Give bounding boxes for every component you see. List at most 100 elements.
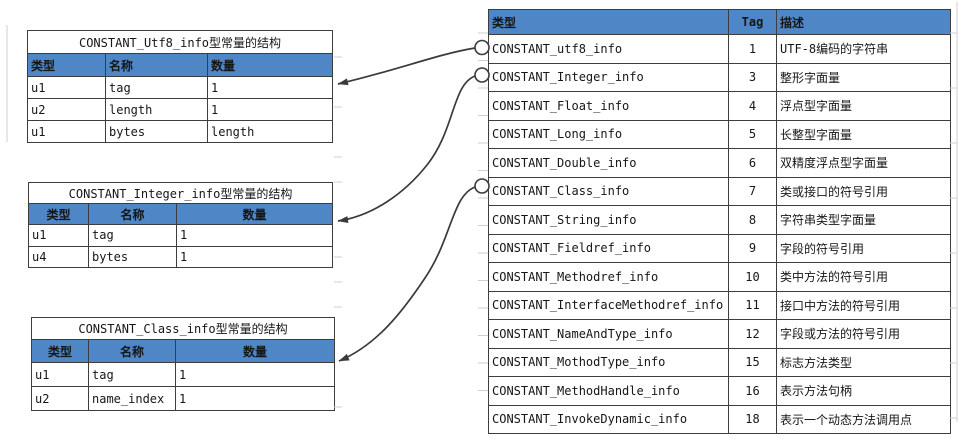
table-cell: length — [206, 120, 334, 143]
table-cell: tag — [88, 362, 176, 387]
table-row: u1 tag 1 — [27, 76, 334, 99]
table-row: CONSTANT_String_info 8 字符串类型字面量 — [488, 205, 951, 235]
constant-name-cell: CONSTANT_Float_info — [488, 91, 729, 121]
column-header: 类型 — [31, 339, 89, 363]
column-header: 数量 — [176, 203, 333, 225]
description-cell: 类中方法的符号引用 — [776, 262, 951, 292]
tag-cell: 18 — [728, 404, 777, 434]
description-cell: 表示一个动态方法调用点 — [776, 404, 951, 434]
table-cell: u1 — [27, 120, 106, 143]
description-cell: UTF-8编码的字符串 — [776, 34, 951, 64]
table-title: CONSTANT_Class_info型常量的结构 — [31, 317, 335, 340]
table-row: u4 bytes 1 — [28, 245, 333, 268]
table-cell: name_index — [88, 386, 176, 411]
tag-cell: 3 — [728, 62, 777, 92]
table-header-row: 类型 名称 数量 — [27, 53, 334, 77]
description-cell: 表示方法句柄 — [776, 376, 951, 406]
table-title-row: CONSTANT_Class_info型常量的结构 — [31, 317, 335, 340]
table-row: u1 bytes length — [27, 120, 334, 143]
table-cell: tag — [105, 76, 208, 99]
table-cell: u1 — [31, 362, 89, 387]
constant-name-cell: CONSTANT_utf8_info — [488, 34, 729, 64]
table-cell: u4 — [28, 245, 89, 268]
constant-name-cell: CONSTANT_MothodType_info — [488, 347, 729, 377]
table-cell: 1 — [175, 362, 335, 387]
table-title-row: CONSTANT_Utf8_info型常量的结构 — [26, 30, 334, 54]
utf8-structure-table: CONSTANT_Utf8_info型常量的结构 类型 名称 数量 u1 tag… — [26, 30, 334, 143]
description-cell: 双精度浮点型字面量 — [776, 148, 951, 178]
tag-cell: 1 — [728, 34, 777, 64]
table-title: CONSTANT_Integer_info型常量的结构 — [28, 182, 333, 204]
constant-name-cell: CONSTANT_String_info — [488, 205, 729, 235]
connector-arrow-class — [338, 186, 476, 362]
table-row: CONSTANT_Integer_info 3 整形字面量 — [488, 62, 951, 92]
column-header: 名称 — [88, 339, 176, 363]
table-row: CONSTANT_MethodHandle_info 16 表示方法句柄 — [488, 376, 951, 406]
tag-cell: 5 — [728, 119, 777, 149]
table-cell: 1 — [206, 98, 334, 121]
table-cell: 1 — [206, 76, 334, 99]
tag-cell: 7 — [728, 176, 777, 206]
table-row: CONSTANT_Class_info 7 类或接口的符号引用 — [488, 176, 951, 206]
table-row: u2 length 1 — [27, 98, 334, 121]
table-row: CONSTANT_InvokeDynamic_info 18 表示一个动态方法调… — [488, 404, 951, 434]
connector-circle-utf8 — [474, 39, 490, 56]
tag-cell: 9 — [728, 233, 777, 263]
column-header: 数量 — [206, 53, 334, 77]
constant-name-cell: CONSTANT_InvokeDynamic_info — [488, 404, 729, 434]
constant-name-cell: CONSTANT_Class_info — [488, 176, 729, 206]
column-header: 类型 — [488, 9, 729, 35]
integer-structure-table: CONSTANT_Integer_info型常量的结构 类型 名称 数量 u1 … — [28, 182, 333, 268]
table-header-row: 类型 名称 数量 — [31, 339, 335, 363]
column-header: 描述 — [776, 9, 951, 35]
table-row: CONSTANT_InterfaceMethodref_info 11 接口中方… — [488, 290, 951, 320]
table-cell: bytes — [88, 245, 177, 268]
column-header: 数量 — [175, 339, 335, 363]
column-header: 类型 — [28, 203, 89, 225]
constant-name-cell: CONSTANT_Double_info — [488, 148, 729, 178]
constant-pool-table: 类型 Tag 描述 CONSTANT_utf8_info 1 UTF-8编码的字… — [488, 9, 951, 434]
description-cell: 类或接口的符号引用 — [776, 176, 951, 206]
connector-arrow-utf8 — [337, 47, 476, 86]
tag-cell: 10 — [728, 262, 777, 292]
table-row: CONSTANT_MothodType_info 15 标志方法类型 — [488, 347, 951, 377]
tag-cell: 15 — [728, 347, 777, 377]
table-cell: u2 — [31, 386, 89, 411]
table-row: CONSTANT_Fieldref_info 9 字段的符号引用 — [488, 233, 951, 263]
table-cell: u1 — [27, 76, 106, 99]
connector-circle-class — [474, 178, 490, 194]
tag-cell: 8 — [728, 205, 777, 235]
table-cell: u2 — [27, 98, 106, 121]
description-cell: 浮点型字面量 — [776, 91, 951, 121]
description-cell: 标志方法类型 — [776, 347, 951, 377]
table-cell: length — [105, 98, 208, 121]
description-cell: 字符串类型字面量 — [776, 205, 951, 235]
table-row: CONSTANT_Double_info 6 双精度浮点型字面量 — [488, 148, 951, 178]
constant-name-cell: CONSTANT_Methodref_info — [488, 262, 729, 292]
constant-name-cell: CONSTANT_InterfaceMethodref_info — [488, 290, 729, 320]
table-cell: u1 — [28, 224, 89, 247]
description-cell: 接口中方法的符号引用 — [776, 290, 951, 320]
tag-cell: 11 — [728, 290, 777, 320]
connector-arrow-integer — [337, 75, 476, 224]
description-cell: 字段或方法的符号引用 — [776, 319, 951, 349]
table-row: u1 tag 1 — [31, 362, 335, 387]
tag-cell: 4 — [728, 91, 777, 121]
table-cell: tag — [88, 224, 177, 247]
table-row: CONSTANT_NameAndType_info 12 字段或方法的符号引用 — [488, 319, 951, 349]
table-row: u1 tag 1 — [28, 224, 333, 247]
description-cell: 字段的符号引用 — [776, 233, 951, 263]
description-cell: 整形字面量 — [776, 62, 951, 92]
table-row: CONSTANT_Long_info 5 长整型字面量 — [488, 119, 951, 149]
column-header: 名称 — [105, 53, 208, 77]
table-header-row: 类型 名称 数量 — [28, 203, 333, 225]
table-cell: bytes — [105, 120, 208, 143]
class-structure-table: CONSTANT_Class_info型常量的结构 类型 名称 数量 u1 ta… — [31, 317, 335, 411]
constant-name-cell: CONSTANT_NameAndType_info — [488, 319, 729, 349]
table-header-row: 类型 Tag 描述 — [488, 9, 951, 35]
column-header: 类型 — [27, 53, 106, 77]
table-title-row: CONSTANT_Integer_info型常量的结构 — [28, 182, 333, 204]
table-cell: 1 — [176, 245, 333, 268]
table-row: CONSTANT_utf8_info 1 UTF-8编码的字符串 — [488, 34, 951, 64]
